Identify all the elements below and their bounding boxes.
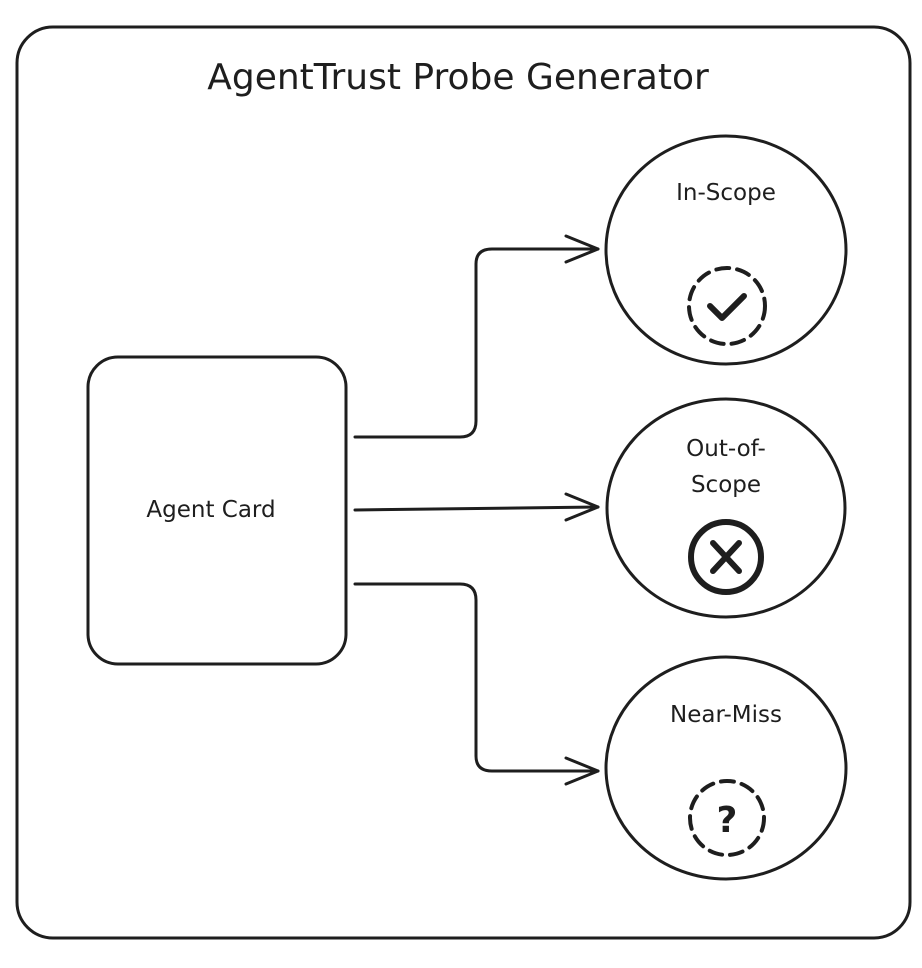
dashed-circle-check-icon [687,266,767,346]
svg-text:?: ? [717,800,738,841]
out-of-scope-node: Out-of- Scope [605,397,847,619]
arrowhead [564,492,600,522]
diagram-title: AgentTrust Probe Generator [207,57,709,98]
near-miss-label: Near-Miss [670,702,782,728]
arrowhead [564,756,600,786]
connector-out-of-scope [353,492,600,522]
in-scope-node: In-Scope [604,134,848,366]
agent-card-label: Agent Card [146,497,275,523]
outer-frame [15,25,912,940]
arrowhead [564,234,600,264]
dashed-circle-question-icon: ? [688,779,766,857]
out-of-scope-label-line1: Out-of- [686,436,766,462]
in-scope-label: In-Scope [676,180,776,206]
out-of-scope-label-line2: Scope [691,472,761,498]
near-miss-node: Near-Miss ? [604,655,848,881]
agent-card-node: Agent Card [86,355,348,666]
connector-near-miss [353,582,600,786]
connector-in-scope [353,234,600,439]
circle-x-icon [688,519,764,595]
